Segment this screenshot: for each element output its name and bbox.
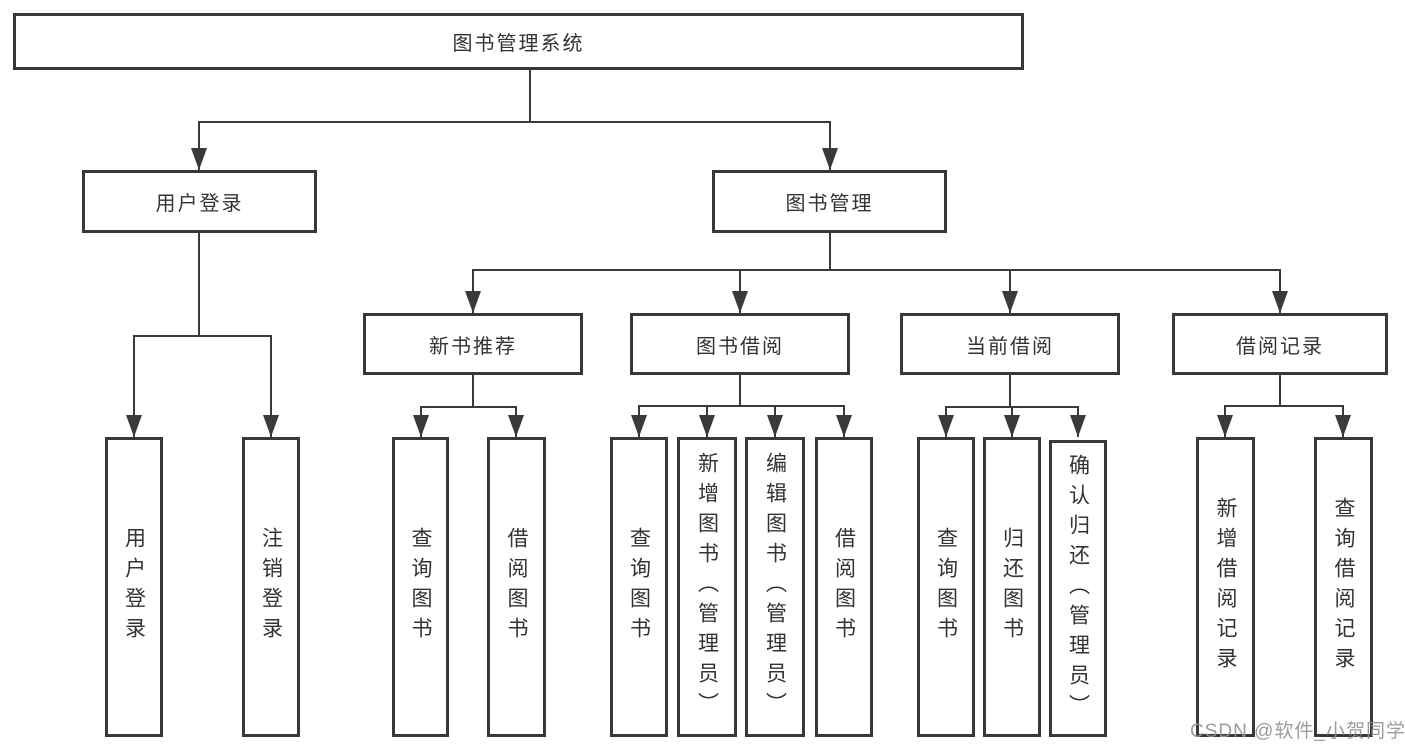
csdn-watermark: CSDN @软件_小贺同学	[1190, 721, 1405, 742]
arrow-down-icon	[1217, 415, 1233, 437]
arrow-down-icon	[822, 148, 838, 170]
arrow-down-icon	[699, 415, 715, 437]
connector-book-management-stub	[829, 233, 831, 270]
leaf-query-book-c: 查询图书	[917, 437, 975, 737]
leaf-borrow-book-a: 借阅图书	[487, 437, 546, 737]
node-book-borrow: 图书借阅	[630, 313, 850, 375]
leaf-confirm-return-admin: 确认归还（管理员）	[1049, 440, 1107, 737]
arrow-down-icon	[1004, 415, 1020, 437]
connector-current-borrow-stub	[1009, 375, 1011, 407]
arrow-down-icon	[1070, 415, 1086, 437]
node-borrow-record: 借阅记录	[1172, 313, 1388, 375]
leaf-logout: 注销登录	[242, 437, 300, 737]
node-user-login: 用户登录	[82, 170, 317, 233]
arrow-down-icon	[191, 148, 207, 170]
leaf-query-borrow-record: 查询借阅记录	[1314, 437, 1373, 737]
connector-user-login-stub	[198, 233, 200, 336]
arrow-down-icon	[1272, 291, 1288, 313]
connector-book-management-bus	[472, 269, 1280, 271]
arrow-down-icon	[732, 291, 748, 313]
arrow-down-icon	[631, 415, 647, 437]
node-root: 图书管理系统	[13, 13, 1024, 70]
arrow-down-icon	[263, 415, 279, 437]
leaf-user-login: 用户登录	[105, 437, 163, 737]
connector-drop-leaf-user-login	[133, 335, 135, 437]
leaf-return-book: 归还图书	[983, 437, 1041, 737]
node-new-book-recommend: 新书推荐	[363, 313, 583, 375]
connector-new-book-stub	[472, 375, 474, 407]
connector-drop-leaf-logout	[270, 335, 272, 437]
arrow-down-icon	[1335, 415, 1351, 437]
arrow-down-icon	[836, 415, 852, 437]
connector-root-stub	[529, 70, 531, 122]
arrow-down-icon	[465, 291, 481, 313]
leaf-edit-book-admin: 编辑图书（管理员）	[745, 437, 805, 737]
connector-borrow-record-stub	[1279, 375, 1281, 406]
leaf-add-book-admin: 新增图书（管理员）	[677, 437, 737, 737]
connector-book-borrow-stub	[739, 375, 741, 406]
arrow-down-icon	[413, 415, 429, 437]
arrow-down-icon	[938, 415, 954, 437]
arrow-down-icon	[508, 415, 524, 437]
leaf-query-book-a: 查询图书	[392, 437, 449, 737]
connector-book-borrow-bus	[638, 405, 845, 407]
arrow-down-icon	[126, 415, 142, 437]
connector-root-bus	[198, 121, 831, 123]
connector-borrow-record-bus	[1224, 405, 1344, 407]
leaf-add-borrow-record: 新增借阅记录	[1196, 437, 1255, 737]
connector-new-book-bus	[420, 406, 517, 408]
connector-user-login-bus	[133, 335, 272, 337]
connector-drop-book-management	[829, 121, 831, 170]
arrow-down-icon	[767, 415, 783, 437]
leaf-query-book-b: 查询图书	[610, 437, 668, 737]
arrow-down-icon	[1002, 291, 1018, 313]
leaf-borrow-book-b: 借阅图书	[815, 437, 873, 737]
node-book-management: 图书管理	[712, 170, 947, 233]
connector-drop-user-login	[198, 121, 200, 170]
node-current-borrow: 当前借阅	[900, 313, 1120, 375]
